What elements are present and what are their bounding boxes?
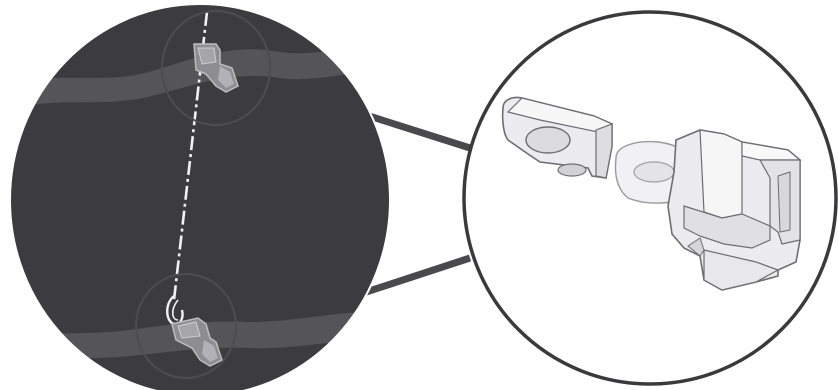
cord-clip-icon <box>193 43 239 93</box>
clip-ring-hole <box>525 126 571 154</box>
zoom-ring-top <box>161 10 271 126</box>
cord-line <box>172 11 209 301</box>
zoom-ring-bottom <box>135 273 237 379</box>
cord-clip-icon <box>171 317 223 367</box>
clip-closeup-icon <box>501 96 802 291</box>
scene-circle-border <box>9 3 391 390</box>
scene-circle <box>10 4 390 390</box>
magnified-view <box>462 10 838 386</box>
